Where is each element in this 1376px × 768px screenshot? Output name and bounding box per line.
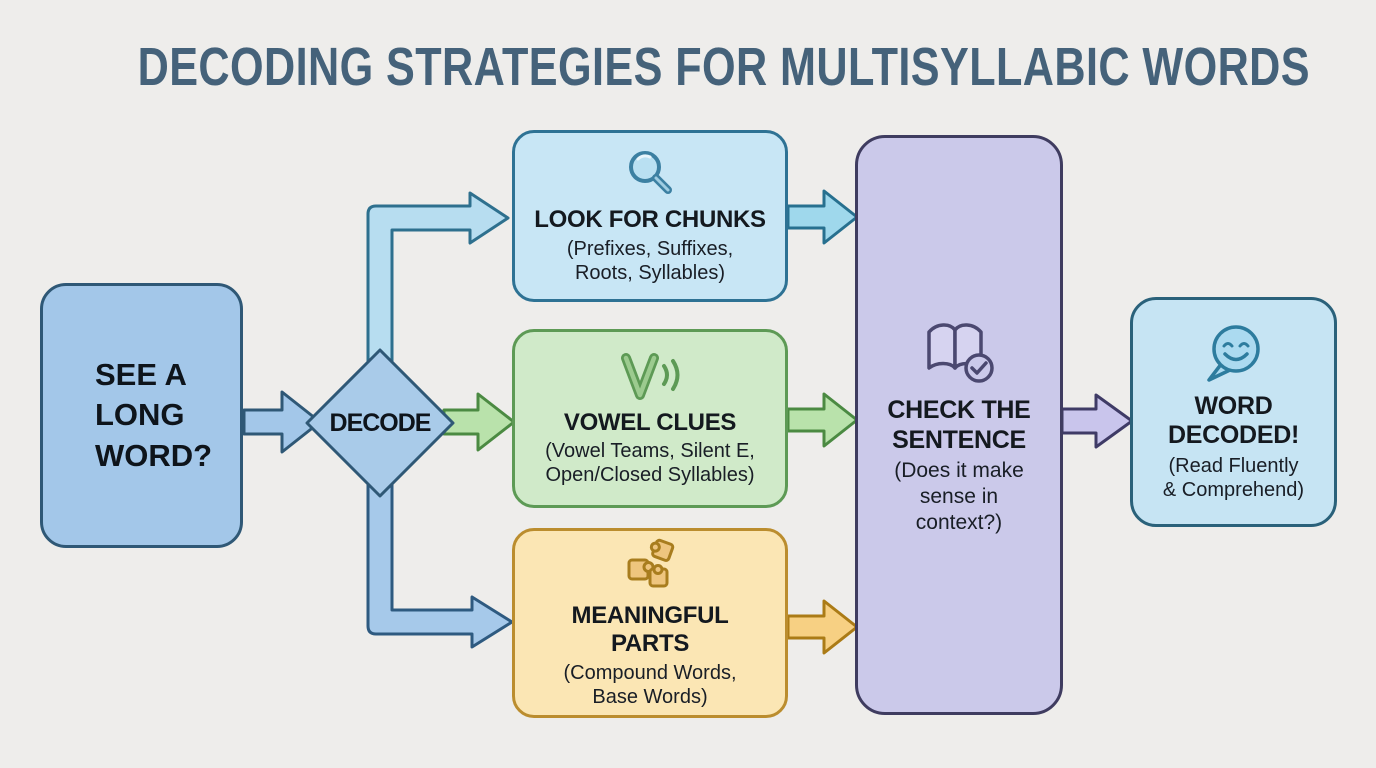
book-check-icon — [927, 322, 994, 383]
node-look-for-chunks: LOOK FOR CHUNKS (Prefixes, Suffixes, Roo… — [512, 130, 788, 302]
node-word-decoded: WORD DECODED! (Read Fluently & Comprehen… — [1130, 297, 1337, 527]
smiley-speech-icon — [1206, 324, 1260, 382]
parts-subtitle: (Compound Words, Base Words) — [563, 661, 737, 708]
arrow-check-to-result — [1060, 393, 1134, 449]
arrow-decode-to-vowel — [442, 392, 516, 452]
arrow-vowel-to-check — [786, 392, 859, 448]
node-check-the-sentence: CHECK THE SENTENCE (Does it make sense i… — [855, 135, 1063, 715]
page-title: DECODING STRATEGIES FOR MULTISYLLABIC WO… — [137, 37, 1310, 97]
decode-diamond-shape — [305, 348, 455, 498]
arrow-start-to-decode — [242, 390, 322, 454]
result-title: WORD DECODED! — [1168, 391, 1299, 450]
chunks-subtitle: (Prefixes, Suffixes, Roots, Syllables) — [566, 237, 734, 284]
vowel-subtitle: (Vowel Teams, Silent E, Open/Closed Syll… — [545, 440, 755, 487]
vowel-title: VOWEL CLUES — [563, 408, 737, 436]
arrow-chunks-to-check — [786, 189, 859, 245]
check-subtitle: (Does it make sense in context?) — [894, 458, 1024, 535]
node-meaningful-parts: MEANINGFUL PARTS (Compound Words, Base W… — [512, 528, 788, 718]
start-label: SEE A LONG WORD? — [95, 357, 213, 473]
result-subtitle: (Read Fluently & Comprehend) — [1162, 454, 1305, 501]
puzzle-icon — [627, 539, 675, 588]
parts-title: MEANINGFUL PARTS — [571, 602, 729, 657]
magnifier-icon — [629, 151, 672, 195]
node-vowel-clues: VOWEL CLUES (Vowel Teams, Silent E, Open… — [512, 329, 788, 508]
vowel-sound-icon — [621, 352, 680, 400]
decode-label: DECODE — [329, 408, 432, 437]
chunks-title: LOOK FOR CHUNKS — [534, 206, 766, 234]
node-decode-diamond: DECODE — [307, 350, 453, 496]
node-see-a-long-word: SEE A LONG WORD? — [40, 283, 243, 548]
arrow-parts-to-check — [786, 599, 859, 655]
check-title: CHECK THE SENTENCE — [887, 395, 1031, 454]
